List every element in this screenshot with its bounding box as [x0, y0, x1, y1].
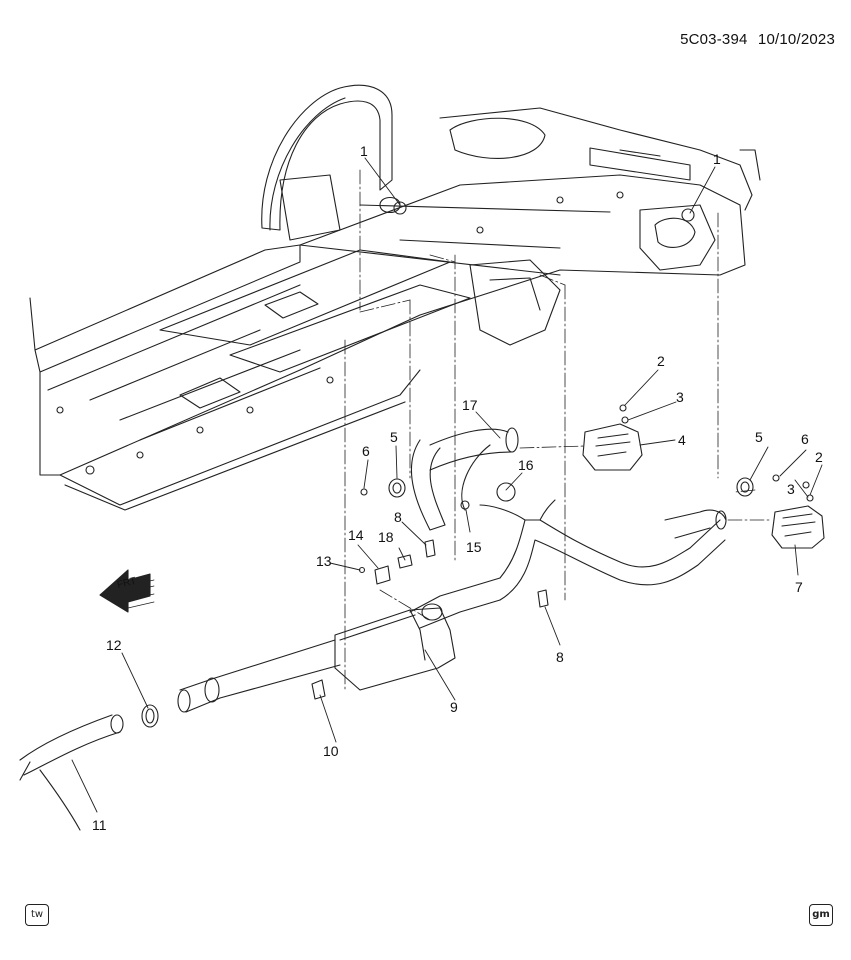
leader-lines	[71, 157, 823, 813]
callout-2-right: 2	[815, 449, 823, 465]
vehicle-underbody	[29, 84, 761, 511]
callout-12: 12	[106, 637, 122, 653]
callout-9: 9	[450, 699, 458, 715]
callout-8-right: 8	[556, 649, 564, 665]
front-direction-label: FRT	[116, 576, 137, 591]
diagram-id: 5C03-394	[680, 31, 748, 48]
callout-2-left: 2	[657, 353, 665, 369]
gm-logo-icon: gm	[809, 904, 833, 926]
callout-13: 13	[316, 553, 332, 569]
callout-3-left: 3	[676, 389, 684, 405]
fasteners	[358, 404, 814, 585]
hanger-insulators	[388, 201, 754, 502]
callout-5-right: 5	[755, 429, 763, 445]
callout-6-left: 6	[362, 443, 370, 459]
callout-3-right: 3	[787, 481, 795, 497]
callout-15: 15	[466, 539, 482, 555]
callout-4: 4	[678, 432, 686, 448]
callout-8-left: 8	[394, 509, 402, 525]
exhaust-assembly	[19, 427, 727, 831]
front-arrow-icon	[99, 569, 155, 613]
exhaust-tip-7	[771, 505, 825, 549]
callout-14: 14	[348, 527, 364, 543]
exhaust-tip-4	[582, 423, 643, 471]
alignment-lines	[344, 169, 773, 691]
callout-7: 7	[795, 579, 803, 595]
callout-18: 18	[378, 529, 394, 545]
callout-1-right: 1	[713, 151, 721, 167]
callout-6-right: 6	[801, 431, 809, 447]
callout-16: 16	[518, 457, 534, 473]
tw-badge-icon: tw	[25, 904, 49, 926]
callout-labels: 1 1 2 3 4 5 6 2 3 5 6 7 8 8 9 10 11 12 1…	[92, 143, 823, 833]
callout-10: 10	[323, 743, 339, 759]
callout-5-left: 5	[390, 429, 398, 445]
callout-11: 11	[92, 817, 107, 833]
hanger-brackets	[311, 539, 549, 700]
diagram-date: 10/10/2023	[757, 31, 835, 48]
diagram-header: 5C03-394 10/10/2023	[674, 31, 835, 48]
callout-1-left: 1	[360, 143, 368, 159]
callout-17: 17	[462, 397, 478, 413]
